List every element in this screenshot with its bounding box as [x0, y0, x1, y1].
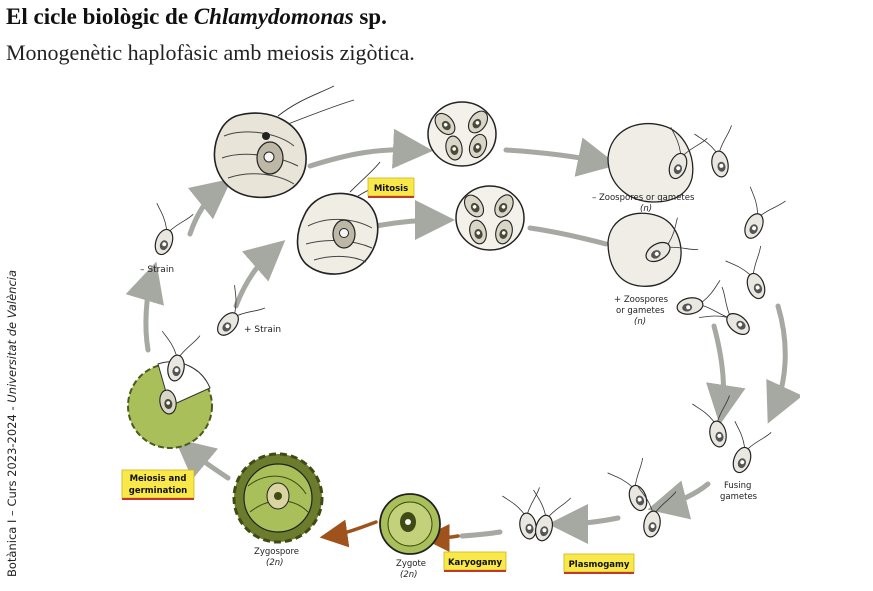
- stage-plasmogamy: Plasmogamy: [563, 553, 635, 574]
- fusing-label-2: gametes: [720, 492, 758, 502]
- title-prefix: El cicle biològic de: [6, 4, 194, 29]
- title-genus: Chlamydomonas: [193, 4, 354, 29]
- minus-sporangium: [427, 101, 497, 167]
- zygospore-label: Zygospore: [254, 547, 299, 557]
- plus-sporangium: [455, 185, 525, 251]
- side-caption: Botànica I – Curs 2023-2024 - Universita…: [5, 270, 19, 577]
- life-cycle-diagram: – Strain + Strain – Zoospores or gametes…: [118, 66, 803, 586]
- plus-zoospores-label-1: + Zoospores: [614, 295, 669, 305]
- life-cycle-svg: – Strain + Strain – Zoospores or gametes…: [121, 85, 803, 580]
- zygospore: [232, 452, 324, 544]
- stage-plasmogamy-label: Plasmogamy: [569, 560, 630, 570]
- plasmogamy-pair: [501, 486, 572, 546]
- title-suffix: sp.: [353, 4, 387, 29]
- stage-meiosis: Meiosis and germination: [121, 469, 195, 500]
- plus-zoospores-label-2: or gametes: [616, 306, 665, 316]
- plus-strain-cell: [203, 282, 266, 347]
- stage-meiosis-label-1: Meiosis and: [130, 474, 187, 484]
- minus-parent-cell: [213, 85, 355, 199]
- minus-zoospores-label: – Zoospores or gametes: [592, 193, 695, 203]
- plus-parent-cell: [296, 161, 401, 275]
- fusing-pair-lower: [606, 457, 677, 541]
- minus-strain-label: – Strain: [140, 265, 174, 275]
- minus-zoospores-ploidy: (n): [640, 204, 652, 214]
- stage-mitosis: Mitosis: [367, 177, 415, 198]
- fusing-label-1: Fusing: [724, 481, 751, 491]
- minus-strain-cell: [140, 200, 194, 261]
- page-subtitle: Monogenètic haplofàsic amb meiosis zigòt…: [6, 40, 415, 65]
- stage-meiosis-label-2: germination: [129, 486, 187, 496]
- zygote-ploidy: (2n): [400, 570, 417, 580]
- plus-zoospores-ploidy: (n): [634, 317, 646, 327]
- side-caption-prefix: Botànica I – Curs 2023-2024 -: [5, 402, 19, 577]
- stage-mitosis-label: Mitosis: [374, 184, 408, 194]
- zygospore-ploidy: (2n): [266, 558, 283, 568]
- stage-karyogamy: Karyogamy: [443, 551, 507, 572]
- zygote-label: Zygote: [396, 559, 426, 569]
- germinating-zygospore: [127, 328, 213, 449]
- zygote: [379, 493, 441, 555]
- stage-karyogamy-label: Karyogamy: [448, 558, 503, 568]
- plus-strain-label: + Strain: [244, 325, 281, 335]
- page-title: El cicle biològic de Chlamydomonas sp.: [6, 4, 387, 30]
- fusing-pair-upper: [691, 394, 772, 479]
- cycle-arrows: [125, 128, 803, 544]
- side-caption-institution: Universitat de València: [5, 269, 19, 403]
- minus-zoospore-release: [607, 122, 787, 246]
- plus-zoospore-release: [607, 212, 778, 349]
